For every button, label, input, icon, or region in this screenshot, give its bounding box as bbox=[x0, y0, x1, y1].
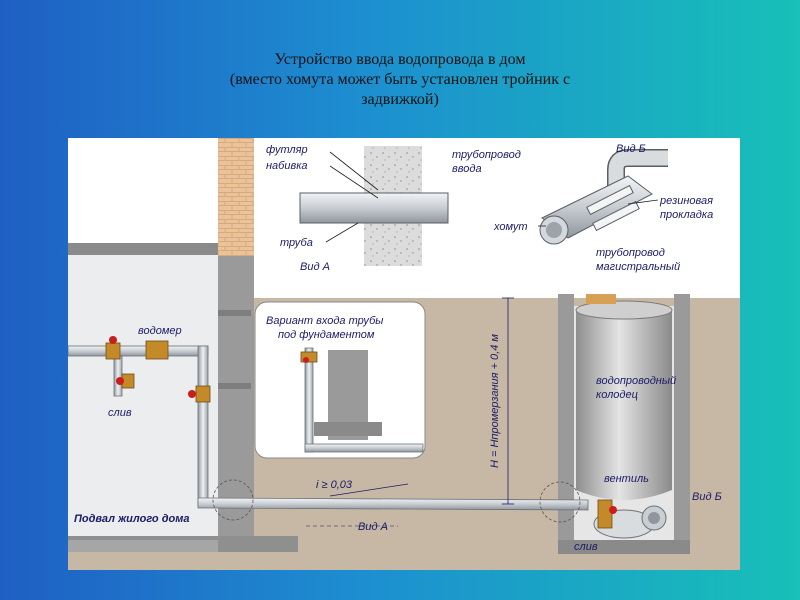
view-b-marker bbox=[539, 481, 581, 523]
clamp bbox=[586, 184, 634, 216]
label-truba: труба bbox=[280, 237, 313, 249]
water-meter bbox=[145, 340, 169, 360]
label-ventil: вентиль bbox=[604, 473, 649, 485]
title-line-1: Устройство ввода водопровода в дом bbox=[274, 51, 526, 68]
label-nabivka: набивка bbox=[266, 160, 308, 172]
label-vodomer: водомер bbox=[138, 325, 182, 337]
title-line-3: задвижкой) bbox=[361, 91, 439, 108]
basement-floor bbox=[68, 540, 218, 552]
detail-vid-a: футляр набивка труба Вид А bbox=[266, 144, 449, 273]
label-truboprovod-mag-1: трубопровод bbox=[596, 247, 665, 259]
label-variant-1: Вариант входа трубы bbox=[266, 315, 383, 327]
label-truboprovod-vvoda-1: трубопровод bbox=[452, 149, 521, 161]
well-hatch bbox=[586, 294, 616, 304]
label-futlyar: футляр bbox=[266, 144, 308, 156]
label-variant-2: под фундаментом bbox=[278, 329, 375, 341]
title-line-2: (вместо хомута может быть установлен тро… bbox=[229, 71, 571, 88]
label-rezinovaya-1: резиновая bbox=[659, 195, 713, 207]
ground-floor-slab bbox=[68, 243, 218, 255]
diagram-panel: футляр набивка труба Вид А Вид Б трубопр… bbox=[68, 138, 740, 570]
detail-vid-b: Вид Б трубопровод ввода резиновая прокла… bbox=[452, 143, 713, 273]
view-a-marker bbox=[212, 479, 254, 521]
foundation-wall bbox=[218, 256, 254, 546]
inset-under-foundation: Вариант входа трубы под фундаментом bbox=[254, 301, 426, 459]
label-slope: i ≥ 0,03 bbox=[316, 479, 353, 491]
label-truboprovod-mag-2: магистральный bbox=[596, 261, 680, 273]
detail-pipe bbox=[299, 192, 449, 224]
label-sliv-right: слив bbox=[574, 541, 598, 553]
label-vid-a-detail: Вид А bbox=[300, 261, 330, 273]
label-podval: Подвал жилого дома bbox=[74, 513, 189, 525]
water-inlet-diagram: футляр набивка труба Вид А Вид Б трубопр… bbox=[68, 138, 740, 570]
label-kolodets-2: колодец bbox=[596, 389, 638, 401]
label-rezinovaya-2: прокладка bbox=[660, 209, 713, 221]
brick-wall bbox=[218, 138, 254, 256]
label-depth: H = Hпромерзания + 0,4 м bbox=[489, 334, 501, 468]
label-khomut: хомут bbox=[493, 221, 528, 233]
well-cylinder bbox=[576, 310, 672, 500]
water-well: водопроводный колодец вентиль слив Вид Б bbox=[558, 294, 722, 554]
basement-interior bbox=[68, 255, 218, 540]
well-wall-right bbox=[674, 294, 690, 552]
label-vid-b-detail: Вид Б bbox=[616, 143, 646, 155]
slide-title: Устройство ввода водопровода в дом (вмес… bbox=[0, 50, 800, 110]
label-vid-b-main: Вид Б bbox=[692, 491, 722, 503]
main-water-pipe: водомер слив bbox=[68, 325, 589, 511]
well-bottom bbox=[558, 540, 690, 554]
label-kolodets-1: водопроводный bbox=[596, 375, 676, 387]
label-sliv-left: слив bbox=[108, 407, 132, 419]
label-truboprovod-vvoda-2: ввода bbox=[452, 163, 482, 175]
well-wall-left bbox=[558, 294, 574, 552]
label-vid-a-main: Вид А bbox=[358, 521, 388, 533]
